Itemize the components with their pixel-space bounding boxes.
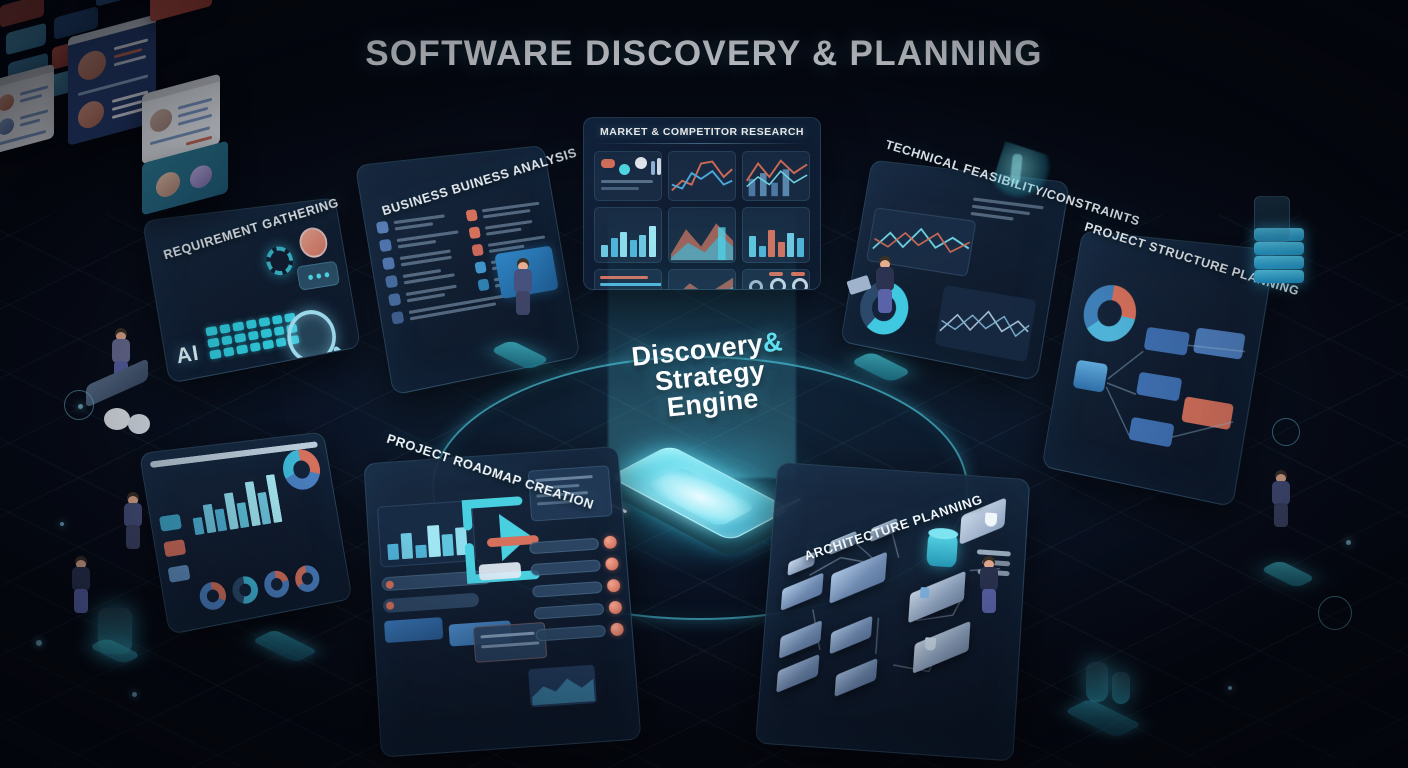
tile-bar-chart: [594, 207, 662, 263]
info-icon: [477, 278, 490, 292]
panel-analytics-dashboard[interactable]: [138, 431, 353, 635]
chat-bubble-icon: [296, 260, 341, 291]
panel-project-structure-planning[interactable]: [1041, 230, 1276, 508]
milestone-dot-icon: [604, 557, 619, 571]
person-analyst-architecture: [976, 556, 1002, 618]
tile-area-chart: [742, 151, 810, 201]
document-icon: [378, 238, 393, 253]
engine-title: Discovery& Strategy Engine: [616, 326, 803, 426]
person-analyst-left-lower-2: [68, 556, 94, 618]
sparkline-card: [528, 664, 598, 708]
tile-avatar-row: [594, 151, 662, 201]
hologram-cylinder: [1086, 662, 1108, 702]
flame-icon: [465, 209, 478, 222]
sidebar-icons: [159, 513, 194, 592]
ai-badge: AI: [174, 341, 202, 369]
label-chip: [478, 561, 522, 581]
tag-icon: [384, 274, 399, 289]
shield-icon: [375, 220, 390, 235]
timeline-item: [535, 622, 625, 642]
donut-chart-icon: [293, 563, 322, 594]
line-chart-icon: [671, 160, 733, 192]
timeline-item: [532, 578, 621, 598]
bar-chart-icon: [186, 469, 283, 536]
donut-row: [197, 563, 322, 613]
note-card: [527, 465, 613, 522]
flame-icon: [471, 243, 484, 257]
area-chart-icon: [670, 223, 734, 261]
pedestal: [849, 351, 913, 383]
connector-lines: [1043, 231, 1275, 506]
milestone-dot-icon: [603, 535, 618, 550]
person-analyst-left-lower: [120, 492, 146, 554]
hologram-cylinder: [1112, 672, 1130, 704]
holo-block: [1254, 196, 1290, 242]
data-pad: [251, 629, 319, 663]
milestone-dot-icon: [610, 622, 625, 637]
tag-icon: [391, 310, 405, 325]
flame-icon: [468, 226, 481, 240]
avatar-icon: [297, 225, 330, 260]
disc-icon: [128, 414, 150, 434]
tile-line-chart: [668, 151, 736, 201]
target-icon: [1272, 418, 1300, 446]
gear-icon: [264, 244, 296, 278]
pedestal: [88, 637, 142, 665]
area-chart-icon: [745, 159, 808, 197]
browser-window-icon: [0, 63, 54, 155]
panel-project-roadmap-creation[interactable]: [363, 446, 642, 758]
tile-bar-chart-2: [742, 207, 810, 263]
tile-area-chart-2: [668, 207, 736, 263]
donut-chart-icon: [197, 580, 229, 613]
lock-icon: [919, 586, 930, 599]
tag-icon: [387, 292, 402, 307]
timeline-item: [530, 557, 619, 576]
milestone-dot-icon: [608, 600, 623, 615]
tile-area-chart-3: [668, 269, 736, 289]
donut-chart-icon: [230, 574, 261, 606]
engine-platform[interactable]: [556, 422, 844, 572]
shield-icon: [924, 637, 937, 651]
panel-requirement-gathering[interactable]: AI: [142, 197, 361, 384]
engine-ampersand: &: [761, 326, 785, 359]
tile-gauge-row: [742, 269, 810, 289]
check-icon: [381, 256, 396, 271]
milestone-dot-icon: [606, 578, 621, 593]
donut-chart-icon: [262, 568, 292, 600]
info-icon: [474, 261, 487, 274]
tile-progress-list: [594, 269, 662, 289]
database-icon: [926, 532, 959, 568]
market-research-heading: MARKET & COMPETITOR RESEARCH: [600, 126, 804, 138]
timeline-item: [533, 600, 623, 620]
person-analyst-right: [1268, 470, 1294, 532]
panel-market-competitor-research[interactable]: MARKET & COMPETITOR RESEARCH: [583, 117, 821, 290]
task-card: [384, 617, 444, 644]
bar-chart-icon: [601, 221, 656, 257]
timeline-list: [528, 535, 625, 642]
bar-chart-icon: [749, 221, 804, 257]
keypad-icon: [205, 312, 300, 360]
pedestal: [1259, 559, 1317, 589]
disc-icon: [104, 408, 130, 430]
person-analyst-technical: [872, 256, 898, 318]
area-chart-icon: [683, 277, 734, 289]
line-chart-icon: [934, 284, 1037, 363]
market-tile-grid: [584, 151, 820, 263]
target-icon: [1318, 596, 1352, 630]
data-pad: [1064, 698, 1142, 738]
person-analyst-business: [510, 258, 536, 320]
divider: [596, 143, 808, 144]
tile-red: [150, 0, 212, 23]
page-title: SOFTWARE DISCOVERY & PLANNING: [365, 34, 1043, 73]
donut-chart-icon: [279, 447, 324, 493]
